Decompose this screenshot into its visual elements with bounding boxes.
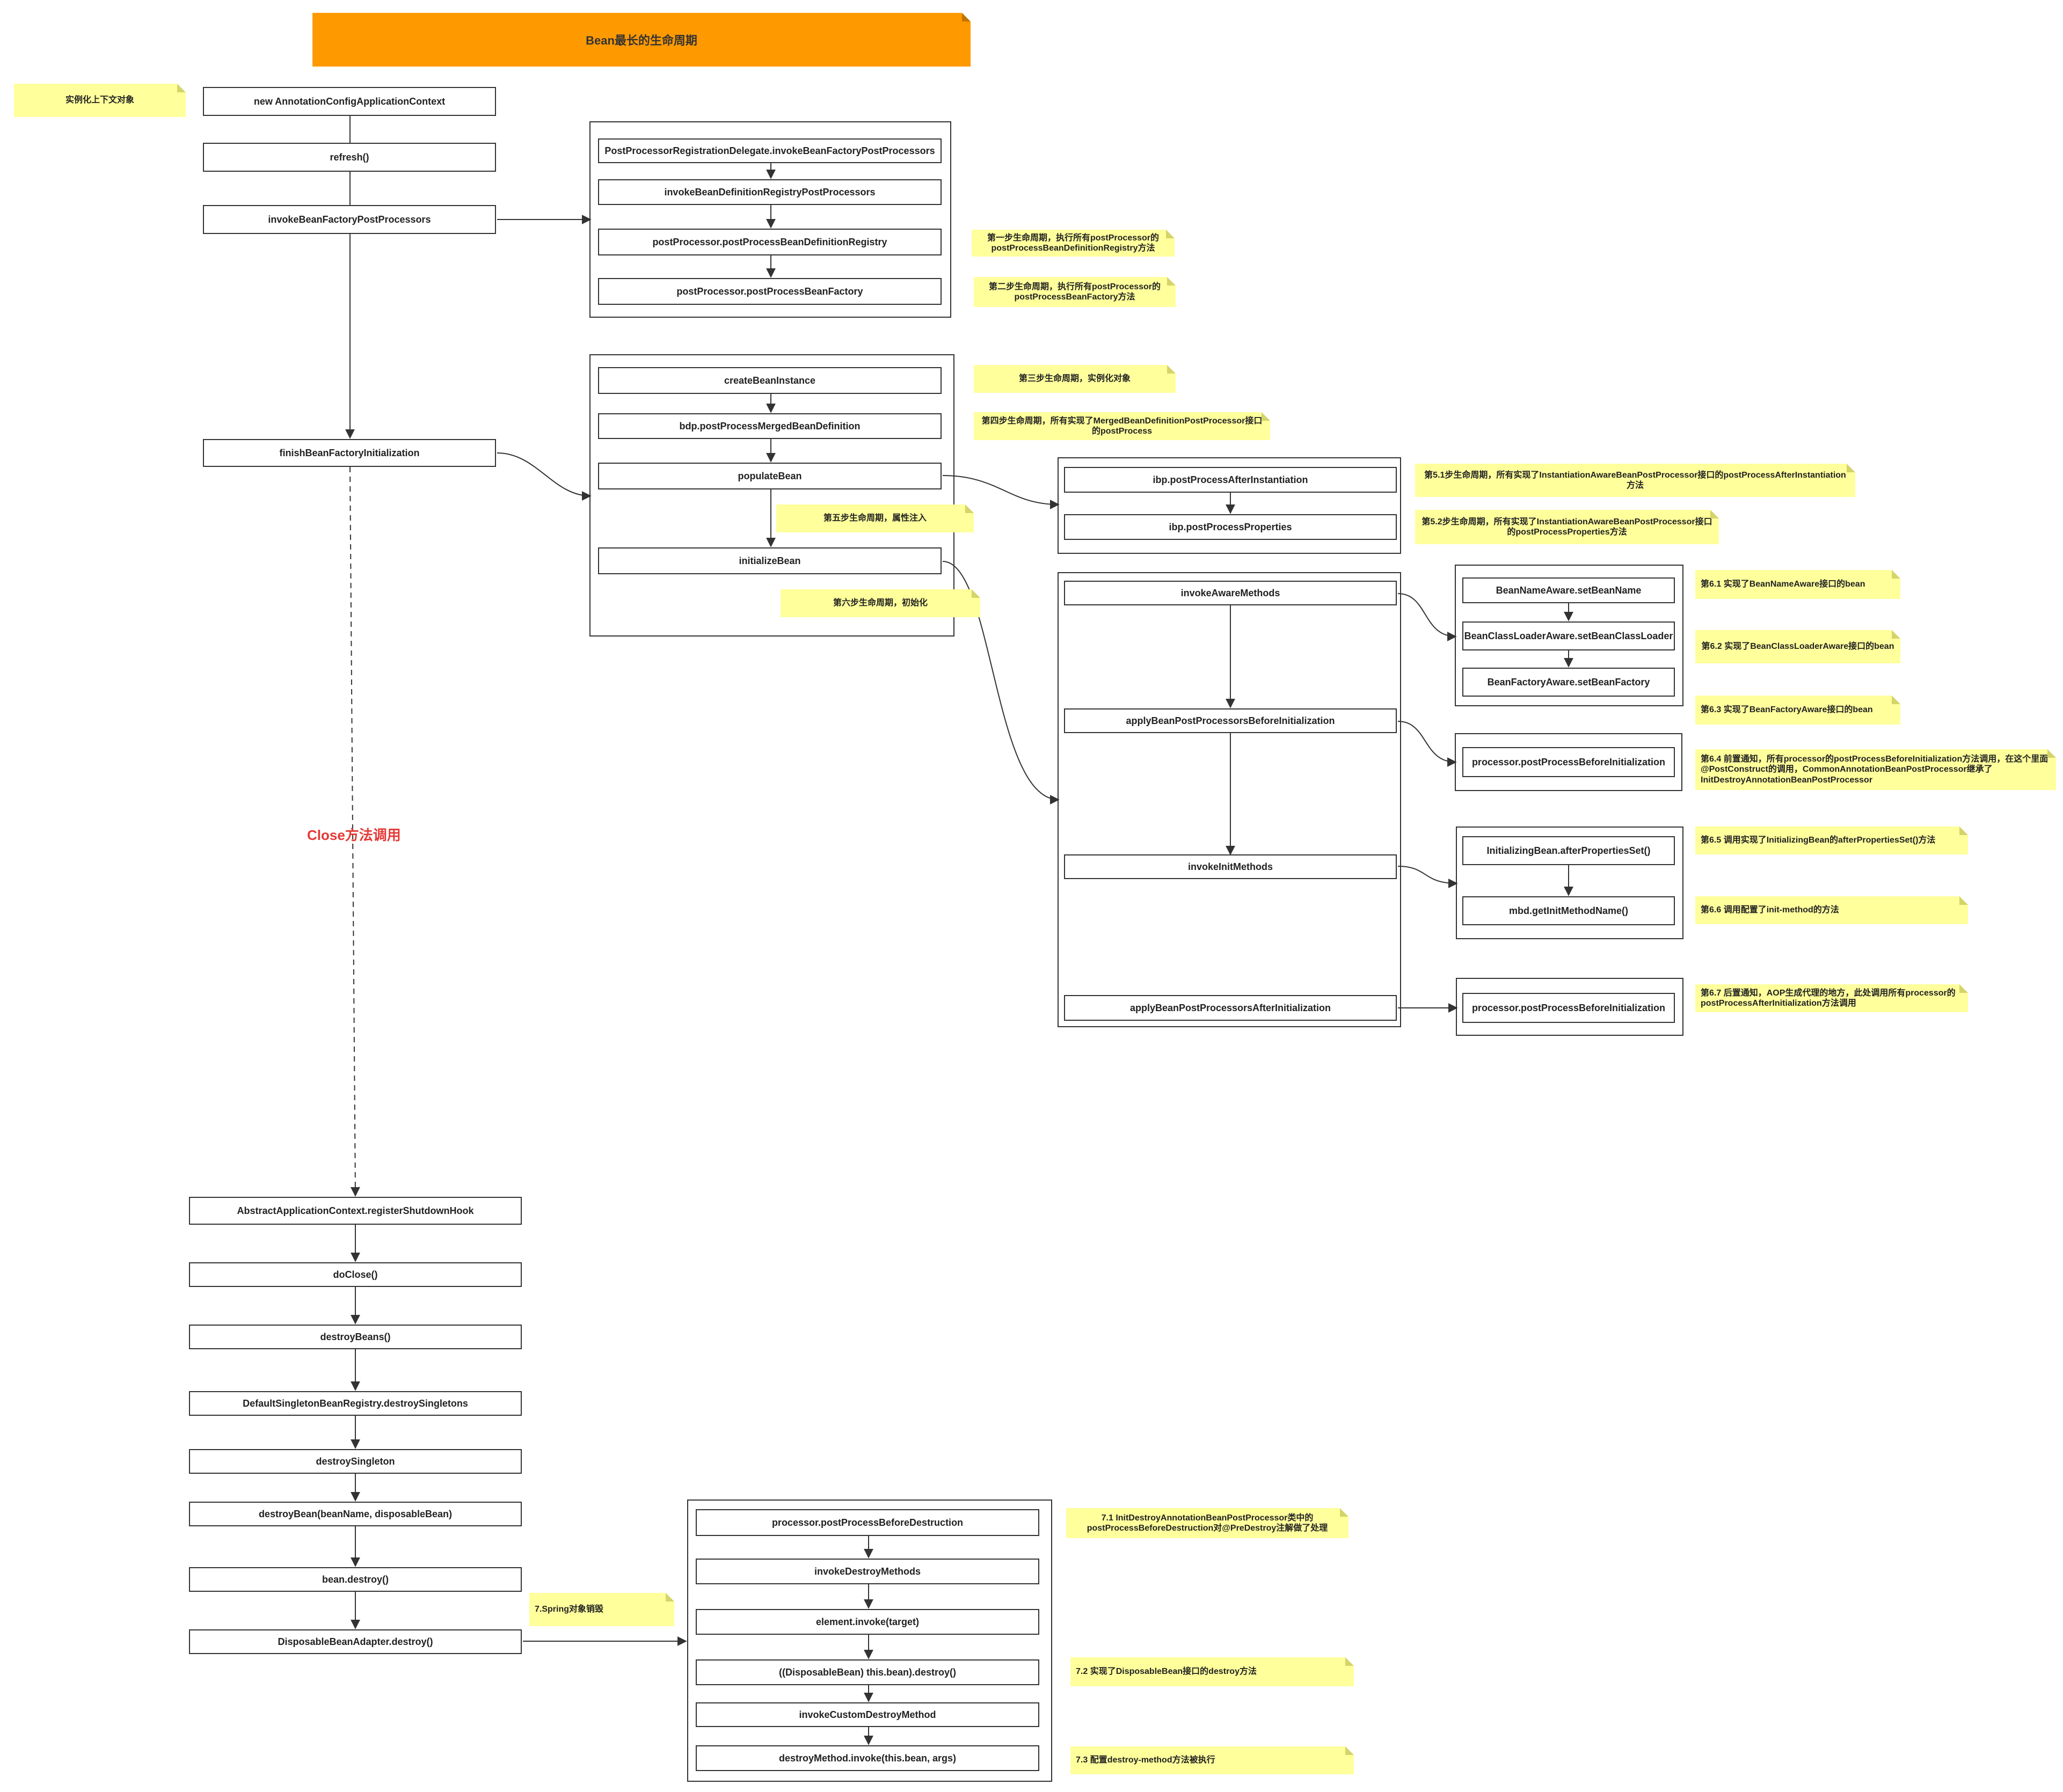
destroy-method-invoke-node: destroyMethod.invoke(this.bean, args)	[696, 1745, 1039, 1771]
destroy-bean-node: destroyBean(beanName, disposableBean)	[189, 1502, 522, 1526]
after-init-group-frame	[1456, 978, 1683, 1036]
invoke-destroy-methods-node: invokeDestroyMethods	[696, 1559, 1039, 1584]
note-step3: 第三步生命周期，实例化对象	[974, 365, 1176, 393]
invoke-init-node: invokeInitMethods	[1064, 854, 1397, 879]
note-step67: 第6.7 后置通知，AOP生成代理的地方，此处调用所有processor的pos…	[1695, 984, 1968, 1012]
note-step62: 第6.2 实现了BeanClassLoaderAware接口的bean	[1695, 630, 1900, 663]
apply-before-node: applyBeanPostProcessorsBeforeInitializat…	[1064, 708, 1397, 733]
destroy-beans-node: destroyBeans()	[189, 1325, 522, 1349]
initializing-bean-node: InitializingBean.afterPropertiesSet()	[1462, 836, 1675, 865]
initialize-bean-node: initializeBean	[598, 547, 942, 574]
note-step51: 第5.1步生命周期，所有实现了InstantiationAwareBeanPos…	[1415, 464, 1855, 497]
pp-bf-node: postProcessor.postProcessBeanFactory	[598, 278, 942, 305]
refresh-node: refresh()	[203, 143, 496, 172]
diagram-title: Bean最长的生命周期	[312, 13, 971, 67]
apply-after-node: applyBeanPostProcessorsAfterInitializati…	[1064, 995, 1397, 1021]
shutdown-hook-node: AbstractApplicationContext.registerShutd…	[189, 1197, 522, 1225]
note-instantiate-context: 实例化上下文对象	[14, 84, 186, 117]
note-step72: 7.2 实现了DisposableBean接口的destroy方法	[1070, 1657, 1354, 1686]
element-invoke-node: element.invoke(target)	[696, 1609, 1039, 1635]
processor-before-init-node: processor.postProcessBeforeInitializatio…	[1462, 747, 1675, 777]
invoke-custom-destroy-node: invokeCustomDestroyMethod	[696, 1702, 1039, 1727]
note-step1: 第一步生命周期，执行所有postProcessor的postProcessBea…	[972, 230, 1175, 257]
bfpp-group-frame	[589, 121, 951, 318]
before-init-group-frame	[1455, 733, 1682, 791]
note-step7: 7.Spring对象销毁	[529, 1593, 674, 1626]
note-step4: 第四步生命周期，所有实现了MergedBeanDefinitionPostPro…	[974, 412, 1270, 440]
populate-bean-node: populateBean	[598, 463, 942, 489]
note-step61: 第6.1 实现了BeanNameAware接口的bean	[1695, 570, 1900, 599]
close-method-label: Close方法调用	[307, 827, 401, 843]
note-step6: 第六步生命周期，初始化	[781, 589, 980, 617]
init-methods-group-frame	[1456, 826, 1683, 939]
invoke-aware-node: invokeAwareMethods	[1064, 581, 1397, 605]
note-step65: 第6.5 调用实现了InitializingBean的afterProperti…	[1695, 826, 1968, 854]
invoke-bfpp-node: invokeBeanFactoryPostProcessors	[203, 205, 496, 234]
initialize-group-frame	[1058, 572, 1401, 1027]
destroy-group-frame	[687, 1500, 1052, 1782]
populate-group-frame	[1058, 457, 1401, 554]
note-step2: 第二步生命周期，执行所有postProcessor的postProcessBea…	[974, 277, 1176, 307]
bdp-merged-node: bdp.postProcessMergedBeanDefinition	[598, 413, 942, 439]
ibp-after-instantiation-node: ibp.postProcessAfterInstantiation	[1064, 467, 1397, 493]
new-context-node: new AnnotationConfigApplicationContext	[203, 87, 496, 116]
mbd-init-method-node: mbd.getInitMethodName()	[1462, 896, 1675, 925]
ibp-properties-node: ibp.postProcessProperties	[1064, 514, 1397, 540]
note-step52: 第5.2步生命周期，所有实现了InstantiationAwareBeanPos…	[1415, 510, 1719, 544]
bean-name-aware-node: BeanNameAware.setBeanName	[1462, 577, 1675, 603]
disposable-adapter-destroy-node: DisposableBeanAdapter.destroy()	[189, 1629, 522, 1654]
bean-destroy-node: bean.destroy()	[189, 1567, 522, 1592]
note-step73: 7.3 配置destroy-method方法被执行	[1070, 1746, 1354, 1774]
ppr-delegate-node: PostProcessorRegistrationDelegate.invoke…	[598, 138, 942, 163]
note-step5: 第五步生命周期，属性注入	[776, 504, 974, 532]
processor-after-init-node: processor.postProcessBeforeInitializatio…	[1462, 993, 1675, 1023]
aware-group-frame	[1455, 565, 1683, 706]
pp-bdr-node: postProcessor.postProcessBeanDefinitionR…	[598, 229, 942, 255]
do-close-node: doClose()	[189, 1262, 522, 1287]
note-step71: 7.1 InitDestroyAnnotationBeanPostProcess…	[1066, 1508, 1348, 1538]
disposable-bean-destroy-node: ((DisposableBean) this.bean).destroy()	[696, 1659, 1039, 1685]
note-step66: 第6.6 调用配置了init-method的方法	[1695, 896, 1968, 924]
destroy-singletons-node: DefaultSingletonBeanRegistry.destroySing…	[189, 1391, 522, 1416]
processor-before-destruction-node: processor.postProcessBeforeDestruction	[696, 1509, 1039, 1536]
bean-factory-aware-node: BeanFactoryAware.setBeanFactory	[1462, 668, 1675, 697]
create-bean-node: createBeanInstance	[598, 367, 942, 394]
finish-init-node: finishBeanFactoryInitialization	[203, 439, 496, 467]
bean-classloader-aware-node: BeanClassLoaderAware.setBeanClassLoader	[1462, 621, 1675, 650]
destroy-singleton-node: destroySingleton	[189, 1449, 522, 1474]
invoke-bdrpp-node: invokeBeanDefinitionRegistryPostProcesso…	[598, 179, 942, 205]
note-step64: 第6.4 前置通知，所有processor的postProcessBeforeI…	[1695, 749, 2056, 790]
create-bean-group-frame	[589, 354, 954, 637]
note-step63: 第6.3 实现了BeanFactoryAware接口的bean	[1695, 696, 1900, 725]
